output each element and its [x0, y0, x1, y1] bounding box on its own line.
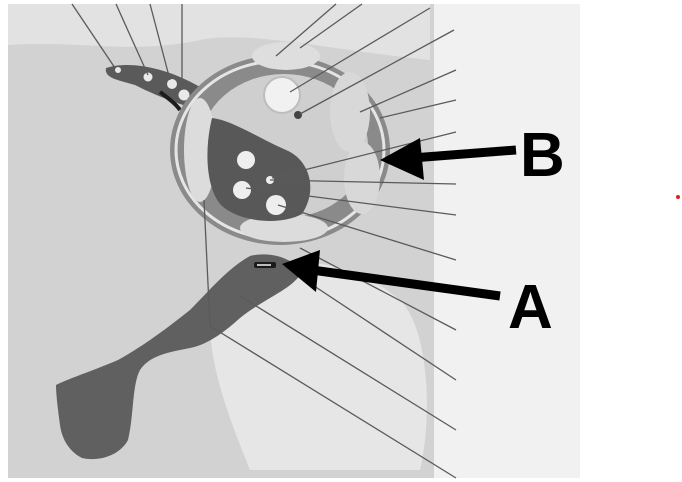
- central-ring: [170, 42, 390, 245]
- callout-a-arrow-shaft: [311, 265, 501, 301]
- large-lumen: [263, 76, 301, 114]
- leader-line-right-8: [299, 247, 457, 331]
- upper-band-node-4: [178, 89, 190, 101]
- lower-dark-band: [56, 254, 300, 460]
- lower-band-shape: [56, 254, 300, 460]
- lower-vessel-highlight: [257, 264, 271, 266]
- callout-b-arrow-shaft: [411, 145, 517, 163]
- ring-segment-right-upper: [330, 72, 370, 152]
- leader-line-top-3: [149, 3, 171, 81]
- ring-segment-top: [252, 42, 320, 70]
- lower-light-mass: [209, 262, 427, 470]
- upper-light-region: [8, 4, 430, 60]
- upper-band-node-3: [167, 79, 177, 89]
- leader-line-right-5: [269, 179, 457, 185]
- leader-line-right-11: [203, 199, 457, 479]
- illustration-right-background: [434, 4, 580, 478]
- callout-a-label: A: [508, 273, 553, 342]
- leader-line-top-5: [275, 3, 337, 57]
- ring-segment-left: [184, 98, 216, 202]
- callout-a: A: [282, 250, 553, 342]
- leader-lines: [71, 3, 457, 479]
- callout-b-arrowhead: [380, 138, 424, 180]
- small-dark-vessel: [294, 111, 302, 119]
- upper-band-node-2: [143, 72, 153, 82]
- leader-line-right-9: [289, 269, 457, 381]
- leader-line-top-1: [71, 3, 116, 69]
- callout-b-label: B: [520, 121, 565, 190]
- leader-line-top-7: [289, 7, 431, 93]
- leader-line-right-1: [299, 29, 455, 115]
- leader-line-right-3: [379, 99, 457, 119]
- leader-line-top-6: [299, 3, 363, 49]
- inner-lumen-1: [237, 151, 255, 169]
- ring-segment-right-lower: [344, 142, 380, 214]
- leader-line-right-4: [271, 131, 457, 179]
- upper-band-dark-vessel: [158, 90, 182, 112]
- callout-a-arrowhead: [282, 250, 320, 292]
- leader-line-right-7: [277, 204, 457, 261]
- inner-lumen-3: [233, 181, 251, 199]
- inner-dark-tissue: [207, 118, 311, 221]
- callout-b: B: [380, 121, 565, 190]
- inner-lumen-4: [266, 195, 286, 215]
- upper-band-node-1: [115, 67, 121, 73]
- red-dot-marker: [676, 195, 680, 199]
- ring-segment-bottom: [240, 214, 328, 242]
- leader-line-top-2: [115, 3, 149, 76]
- leader-line-right-2: [359, 69, 457, 113]
- leader-line-right-10: [239, 295, 457, 431]
- leader-line-right-6: [245, 187, 457, 216]
